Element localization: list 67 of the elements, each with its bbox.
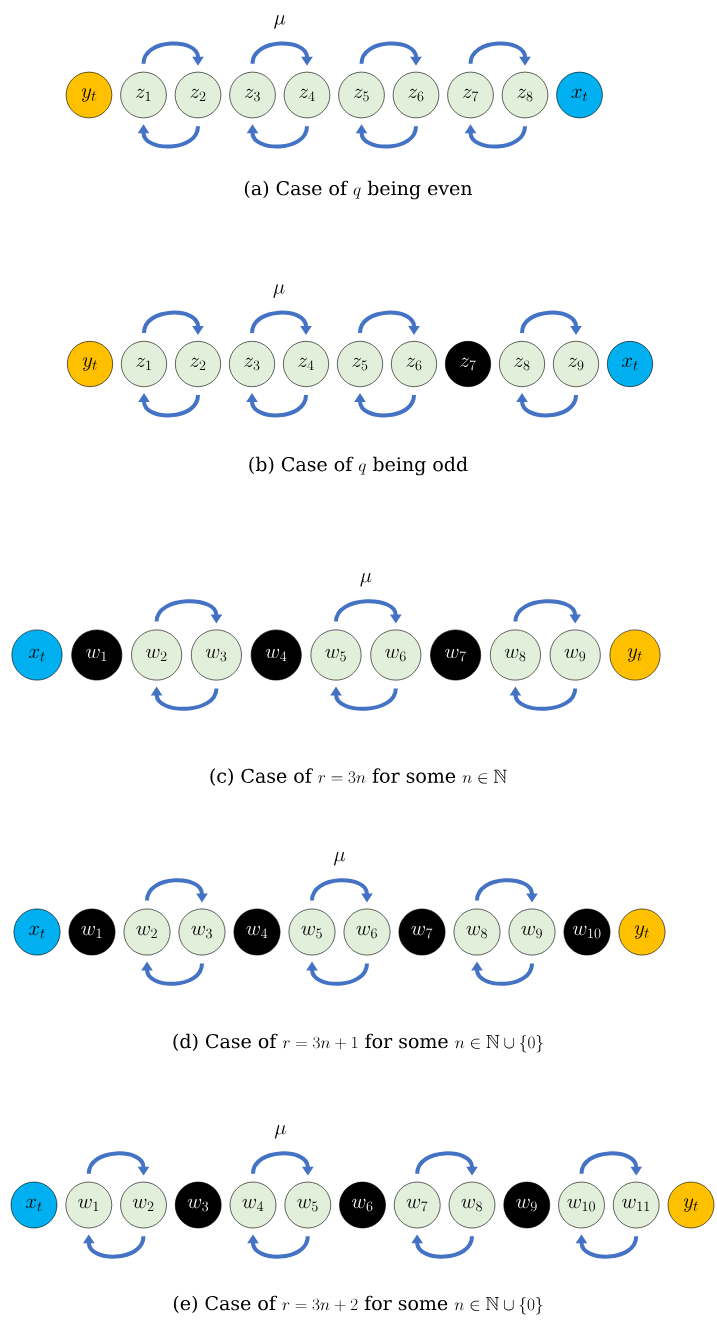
circle-node: $w_2$ [131,629,182,681]
circle-node: $w_6$ [343,908,391,956]
circle-node: $w_7$ [398,908,446,956]
circle-node: $z_2$ [174,71,222,119]
circle-node: $w_7$ [430,629,481,681]
circle-node: $w_2$ [123,908,171,956]
circle-node: $z_3$ [229,71,276,119]
circle-node: $x_t$ [11,629,63,681]
caption: $\text{(e) Case of } r = 3n + 2 \text{ for some } n \in \mathbb{N} \cup \{0\}$ [173,1295,543,1315]
circle-node: $w_5$ [310,629,362,681]
edge-label: $\mu$ [274,15,286,29]
circle-node: $z_6$ [391,341,437,387]
circle-node: $z_8$ [499,341,545,387]
circle-node: $w_4$ [250,629,302,681]
circle-node: $w_1$ [68,908,116,956]
circle-node: $w_3$ [191,629,242,681]
caption: $\text{(a) Case of } q \text{ being even}$ [244,180,473,200]
circle-node: $w_9$ [508,908,556,956]
caption: $\text{(c) Case of } r = 3n \text{ for some } n \in \mathbb{N}$ [210,768,507,786]
circle-node: $z_5$ [338,71,385,119]
circle-node: $w_3$ [174,1181,222,1229]
edge-label: $\mu$ [274,1125,286,1139]
circle-node: $z_1$ [121,341,167,387]
circle-node: $y_t$ [67,341,113,387]
circle-node: $y_t$ [667,1181,715,1229]
circle-node: $y_t$ [618,908,666,956]
circle-node: $w_{10}$ [563,908,611,956]
circle-node: $x_t$ [556,71,603,119]
caption: $\text{(d) Case of } r = 3n + 1 \text{ for some } n \in \mathbb{N} \cup \{0\}$ [173,1033,543,1053]
circle-node: $w_9$ [549,629,601,681]
circle-node: $w_{10}$ [558,1181,605,1229]
circle-node: $w_{11}$ [612,1181,660,1229]
circle-node: $z_1$ [120,71,167,119]
circle-node: $x_t$ [10,1181,58,1229]
circle-node: $z_5$ [337,341,383,387]
circle-node: $w_6$ [370,629,422,681]
circle-node: $z_3$ [229,341,275,387]
circle-node: $z_4$ [283,71,331,119]
circle-node: $w_4$ [233,908,281,956]
circle-node: $w_5$ [288,908,336,956]
circle-node: $w_3$ [178,908,226,956]
circle-node: $w_9$ [503,1181,551,1229]
edge-label: $\mu$ [273,284,285,298]
circle-node: $z_7$ [447,71,494,119]
circle-node: $z_8$ [501,71,549,119]
circle-node: $w_4$ [229,1181,277,1229]
circle-node: $y_t$ [609,629,661,681]
circle-node: $w_5$ [284,1181,332,1229]
circle-node: $z_2$ [175,341,221,387]
circle-node: $w_7$ [393,1181,441,1229]
circle-node: $w_8$ [490,629,541,681]
circle-node: $w_6$ [339,1181,386,1229]
circle-node: $z_6$ [392,71,440,119]
circle-node: $w_1$ [65,1181,113,1229]
circle-node: $w_2$ [120,1181,167,1229]
edge-label: $\mu$ [334,851,345,866]
edge-label: $\mu$ [360,572,372,587]
circle-node: $z_9$ [553,341,599,387]
circle-node: $w_8$ [453,908,501,956]
circle-node: $z_4$ [283,341,329,387]
circle-node: $z_7$ [445,341,491,387]
circle-node: $w_1$ [71,629,123,681]
circle-node: $w_8$ [448,1181,496,1229]
circle-node: $x_t$ [13,908,61,956]
caption: $\text{(b) Case of } q \text{ being odd}$ [249,456,468,476]
circle-node: $y_t$ [65,71,113,119]
circle-node: $x_t$ [607,341,653,387]
